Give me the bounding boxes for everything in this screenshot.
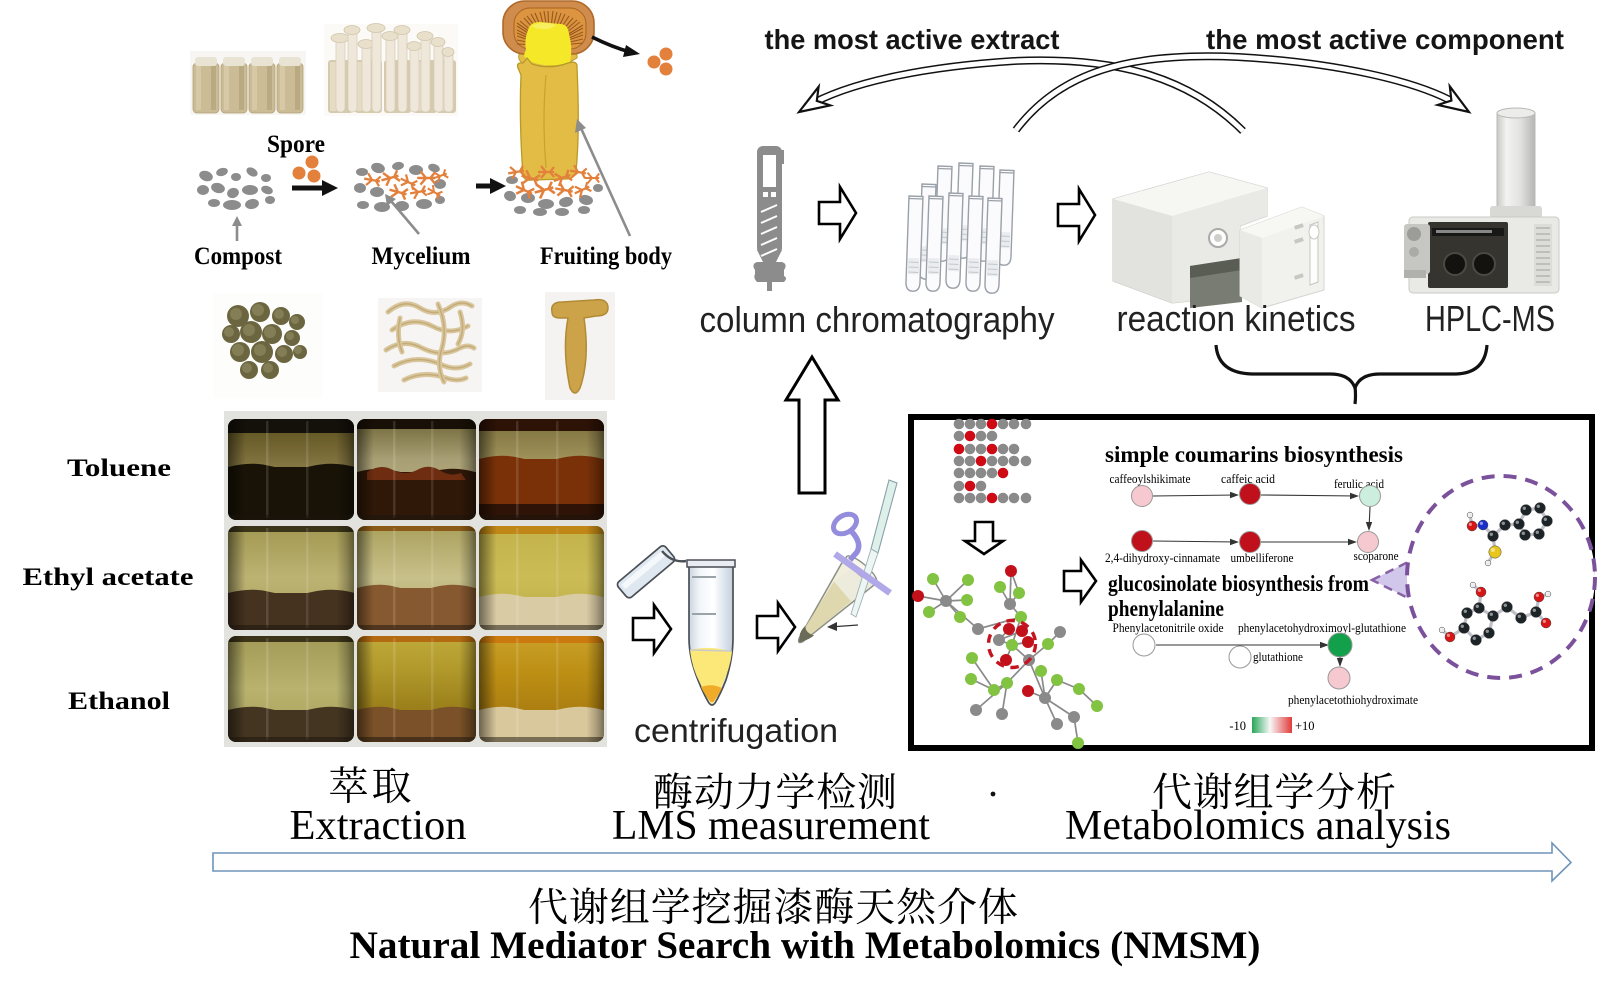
svg-text:Ethyl acetate: Ethyl acetate xyxy=(23,562,194,591)
svg-text:reaction kinetics: reaction kinetics xyxy=(1117,298,1356,339)
svg-text:Extraction: Extraction xyxy=(290,803,467,849)
svg-text:HPLC-MS: HPLC-MS xyxy=(1425,298,1555,339)
svg-text:simple coumarins biosynthesis: simple coumarins biosynthesis xyxy=(1105,442,1403,468)
svg-text:the most active extract: the most active extract xyxy=(765,24,1060,55)
svg-text:caffeoylshikimate: caffeoylshikimate xyxy=(1110,472,1191,486)
svg-text:-10: -10 xyxy=(1229,719,1246,733)
svg-text:Ethanol: Ethanol xyxy=(68,686,170,715)
svg-text:+10: +10 xyxy=(1295,719,1315,733)
svg-text:Mycelium: Mycelium xyxy=(372,241,471,270)
svg-text:Toluene: Toluene xyxy=(67,453,171,482)
svg-text:phenylacetohydroximoyl-glutath: phenylacetohydroximoyl-glutathione xyxy=(1238,621,1406,635)
svg-text:Metabolomics analysis: Metabolomics analysis xyxy=(1065,803,1451,849)
svg-text:Fruiting body: Fruiting body xyxy=(540,241,672,270)
svg-text:Spore: Spore xyxy=(267,131,325,158)
svg-text:phenylacetothiohydroximate: phenylacetothiohydroximate xyxy=(1288,693,1418,707)
svg-text:Phenylacetonitrile oxide: Phenylacetonitrile oxide xyxy=(1113,621,1224,635)
svg-text:glutathione: glutathione xyxy=(1253,650,1303,664)
svg-text:caffeic acid: caffeic acid xyxy=(1221,472,1276,486)
svg-text:centrifugation: centrifugation xyxy=(634,712,838,749)
svg-text:glucosinolate biosynthesis fro: glucosinolate biosynthesis from xyxy=(1108,571,1369,597)
svg-text:umbelliferone: umbelliferone xyxy=(1231,551,1294,565)
svg-text:phenylalanine: phenylalanine xyxy=(1108,596,1224,622)
svg-text:the most active component: the most active component xyxy=(1206,24,1564,55)
svg-text:Natural Mediator Search with M: Natural Mediator Search with Metabolomic… xyxy=(350,924,1261,967)
svg-text:LMS measurement: LMS measurement xyxy=(612,803,930,849)
svg-text:Compost: Compost xyxy=(194,241,282,270)
svg-text:2,4-dihydroxy-cinnamate: 2,4-dihydroxy-cinnamate xyxy=(1105,551,1220,565)
svg-text:scoparone: scoparone xyxy=(1354,549,1399,563)
svg-text:column chromatography: column chromatography xyxy=(700,299,1055,340)
